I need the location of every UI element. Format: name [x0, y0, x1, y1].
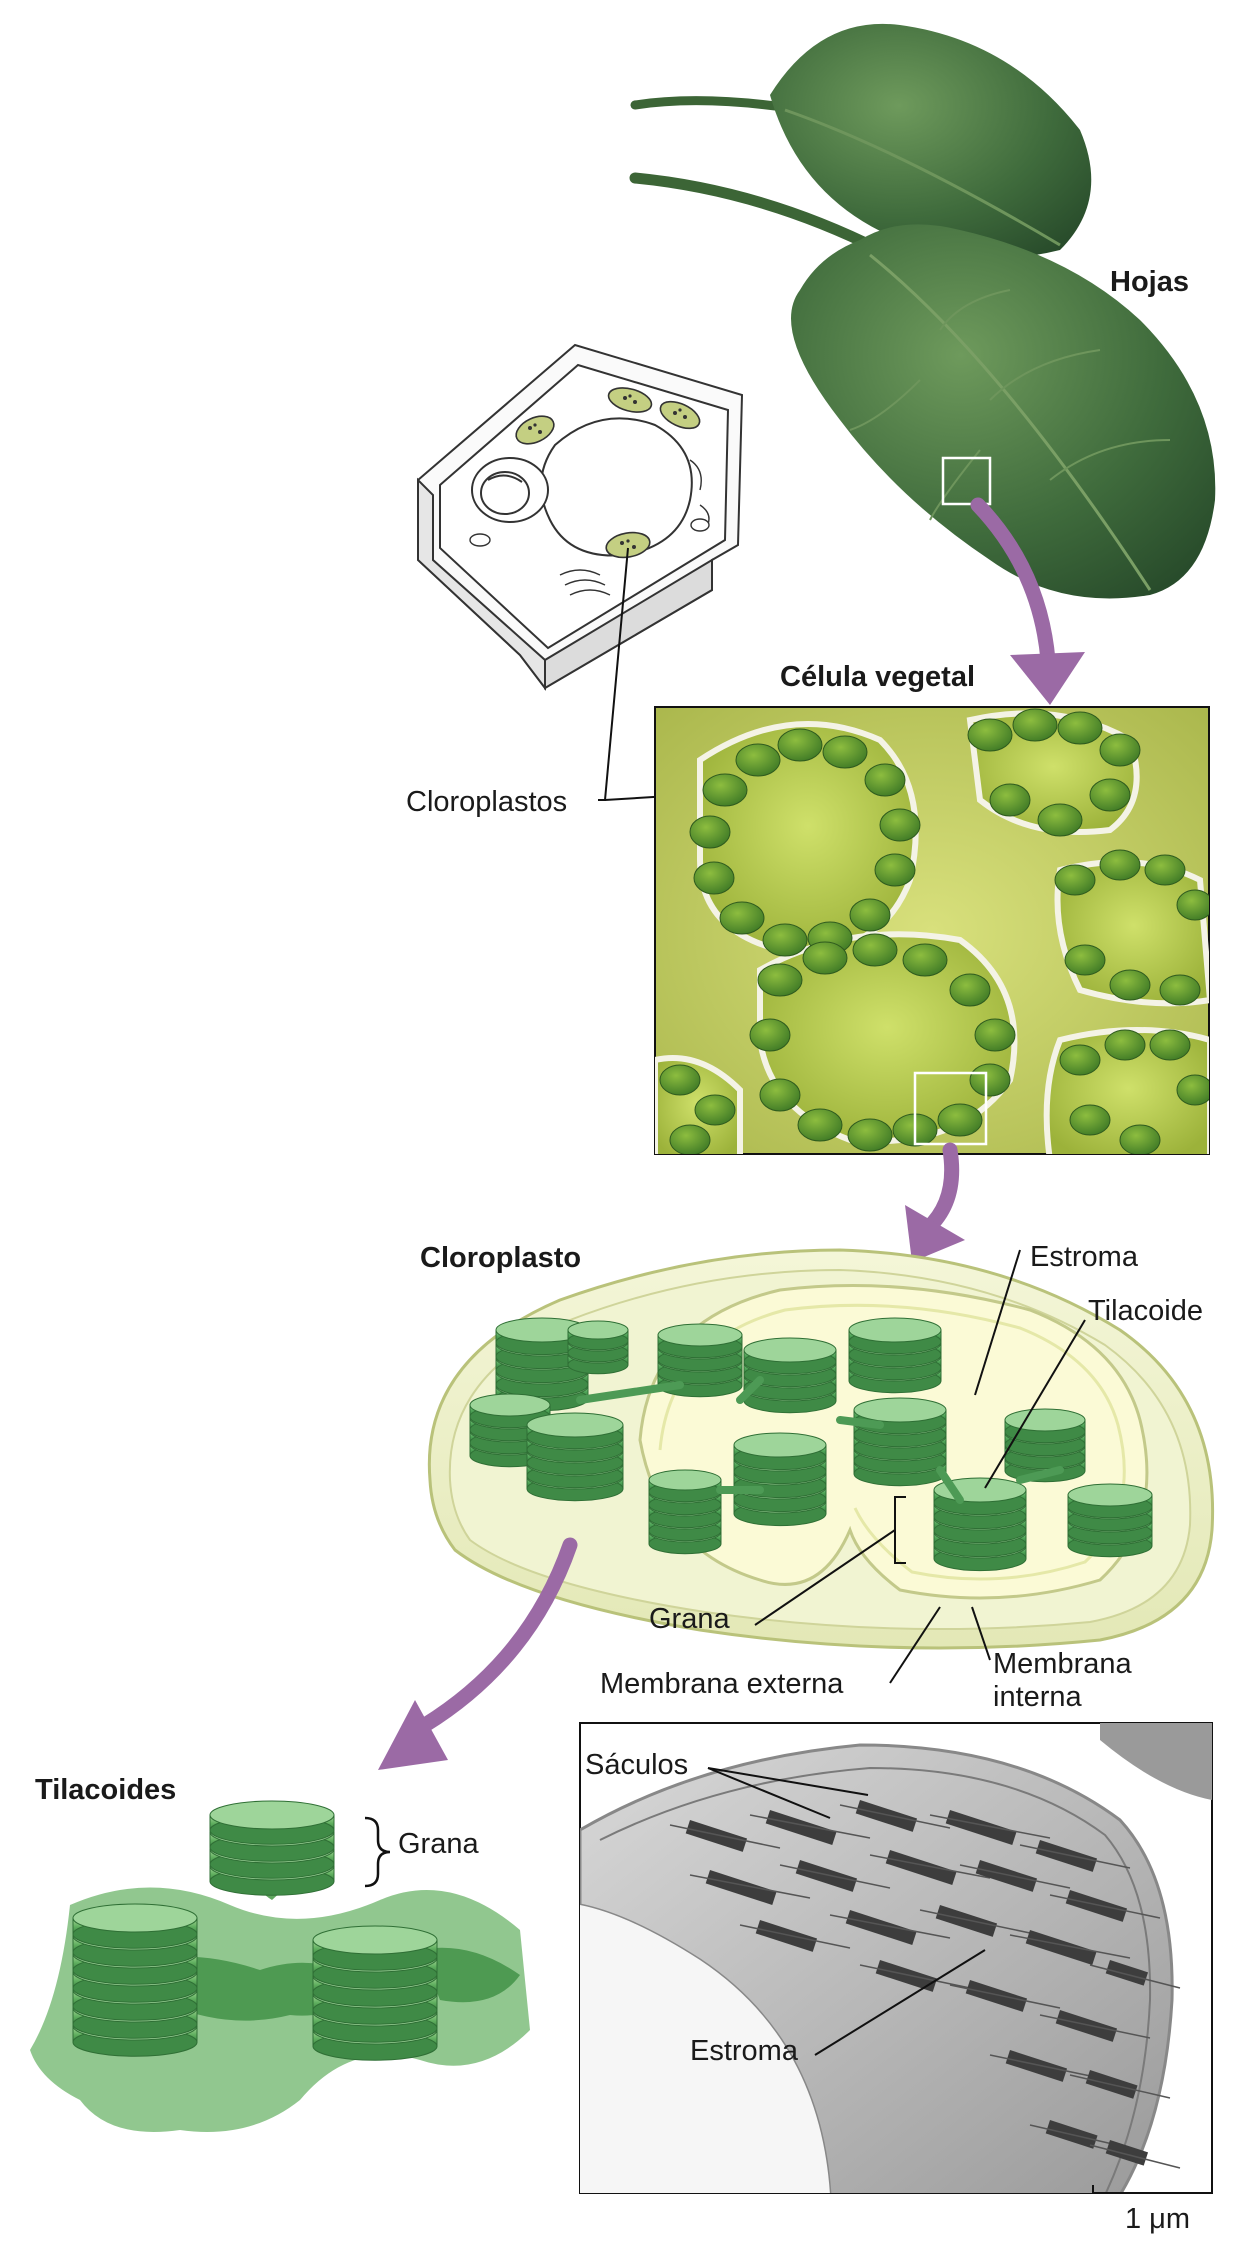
tem-leader-lines: [707, 1767, 986, 2056]
tem-granum-22: [1089, 2140, 1181, 2169]
tem-granum-16: [859, 1960, 971, 1992]
chloroplast-leader-lines: [754, 1249, 1086, 1684]
tem-granum-9: [959, 1860, 1071, 1892]
label-thylakoid: Tilacoide: [1088, 1295, 1203, 1327]
tem-granum-3: [839, 1800, 951, 1832]
lamella-2: [736, 1376, 764, 1404]
tem-granum-4: [929, 1810, 1051, 1845]
label-stroma: Estroma: [1030, 1241, 1138, 1273]
plant-cell-micrograph: [654, 706, 1210, 1155]
granum-12: [933, 1477, 1027, 1572]
thylakoid-stack-top: [209, 1800, 335, 1896]
tem-granum-20: [1069, 2070, 1171, 2099]
label-stroma-2: Estroma: [690, 2035, 798, 2067]
leaves-image: [629, 23, 1216, 599]
tem-granum-1: [669, 1820, 781, 1852]
label-outer-membrane: Membrana externa: [600, 1668, 844, 1700]
tem-granum-6: [689, 1869, 811, 1905]
lamella-5: [1016, 1466, 1064, 1484]
granum-5: [657, 1323, 743, 1398]
granum-1: [495, 1317, 589, 1412]
label-leaves: Hojas: [1110, 266, 1189, 298]
tem-granum-2: [749, 1810, 871, 1845]
granum-10: [853, 1397, 947, 1487]
tem-granum-10: [1049, 1890, 1161, 1922]
arrow-cell-to-chloroplast: [905, 1142, 965, 1262]
granum-9: [733, 1432, 827, 1527]
granum-8: [648, 1469, 722, 1555]
granum-6: [743, 1337, 837, 1414]
label-inner-membrane: Membrana interna: [993, 1648, 1132, 1713]
tem-granum-13: [919, 1904, 1031, 1937]
lamella-4: [936, 1466, 964, 1504]
label-thylakoids: Tilacoides: [35, 1774, 177, 1806]
arrow-leaf-to-cell: [970, 497, 1085, 705]
tem-granum-14: [1009, 1930, 1131, 1965]
tem-granum-7: [779, 1860, 891, 1892]
label-grana: Grana: [649, 1603, 730, 1635]
plant-cell-diagram: [417, 343, 744, 691]
tem-granum-11: [739, 1919, 851, 1952]
granum-13: [1067, 1483, 1153, 1558]
tem-granum-8: [869, 1850, 991, 1885]
tem-granum-5: [1019, 1840, 1131, 1872]
grana-brace: [364, 1816, 391, 1888]
thylakoid-stack-right: [312, 1925, 438, 2061]
tem-granum-12: [829, 1909, 951, 1945]
tem-granum-18: [1039, 2010, 1151, 2042]
tem-granum-15: [1089, 1960, 1181, 1989]
granum-2: [567, 1320, 629, 1375]
granum-7: [848, 1317, 942, 1394]
scale-bar: [1092, 2185, 1213, 2194]
electron-micrograph: [579, 1722, 1213, 2194]
label-plant-cell: Célula vegetal: [780, 661, 976, 693]
tem-granum-17: [949, 1979, 1061, 2012]
lamella-3: [836, 1416, 884, 1429]
lamella-1: [576, 1381, 684, 1404]
thylakoid-stack-left: [72, 1903, 198, 2057]
label-sacs: Sáculos: [585, 1749, 689, 1781]
granum-4: [526, 1412, 624, 1502]
arrow-chloroplast-to-thylakoids: [378, 1537, 578, 1770]
label-chloroplasts: Cloroplastos: [406, 786, 568, 818]
tem-granum-19: [989, 2050, 1101, 2082]
thylakoid-discs: [72, 1800, 438, 2061]
tem-grana: [669, 1800, 1181, 2169]
label-grana-2: Grana: [398, 1828, 479, 1860]
label-chloroplast: Cloroplasto: [420, 1242, 582, 1274]
grana-stacks: [469, 1317, 1153, 1572]
label-scale: 1 μm: [1125, 2203, 1191, 2235]
